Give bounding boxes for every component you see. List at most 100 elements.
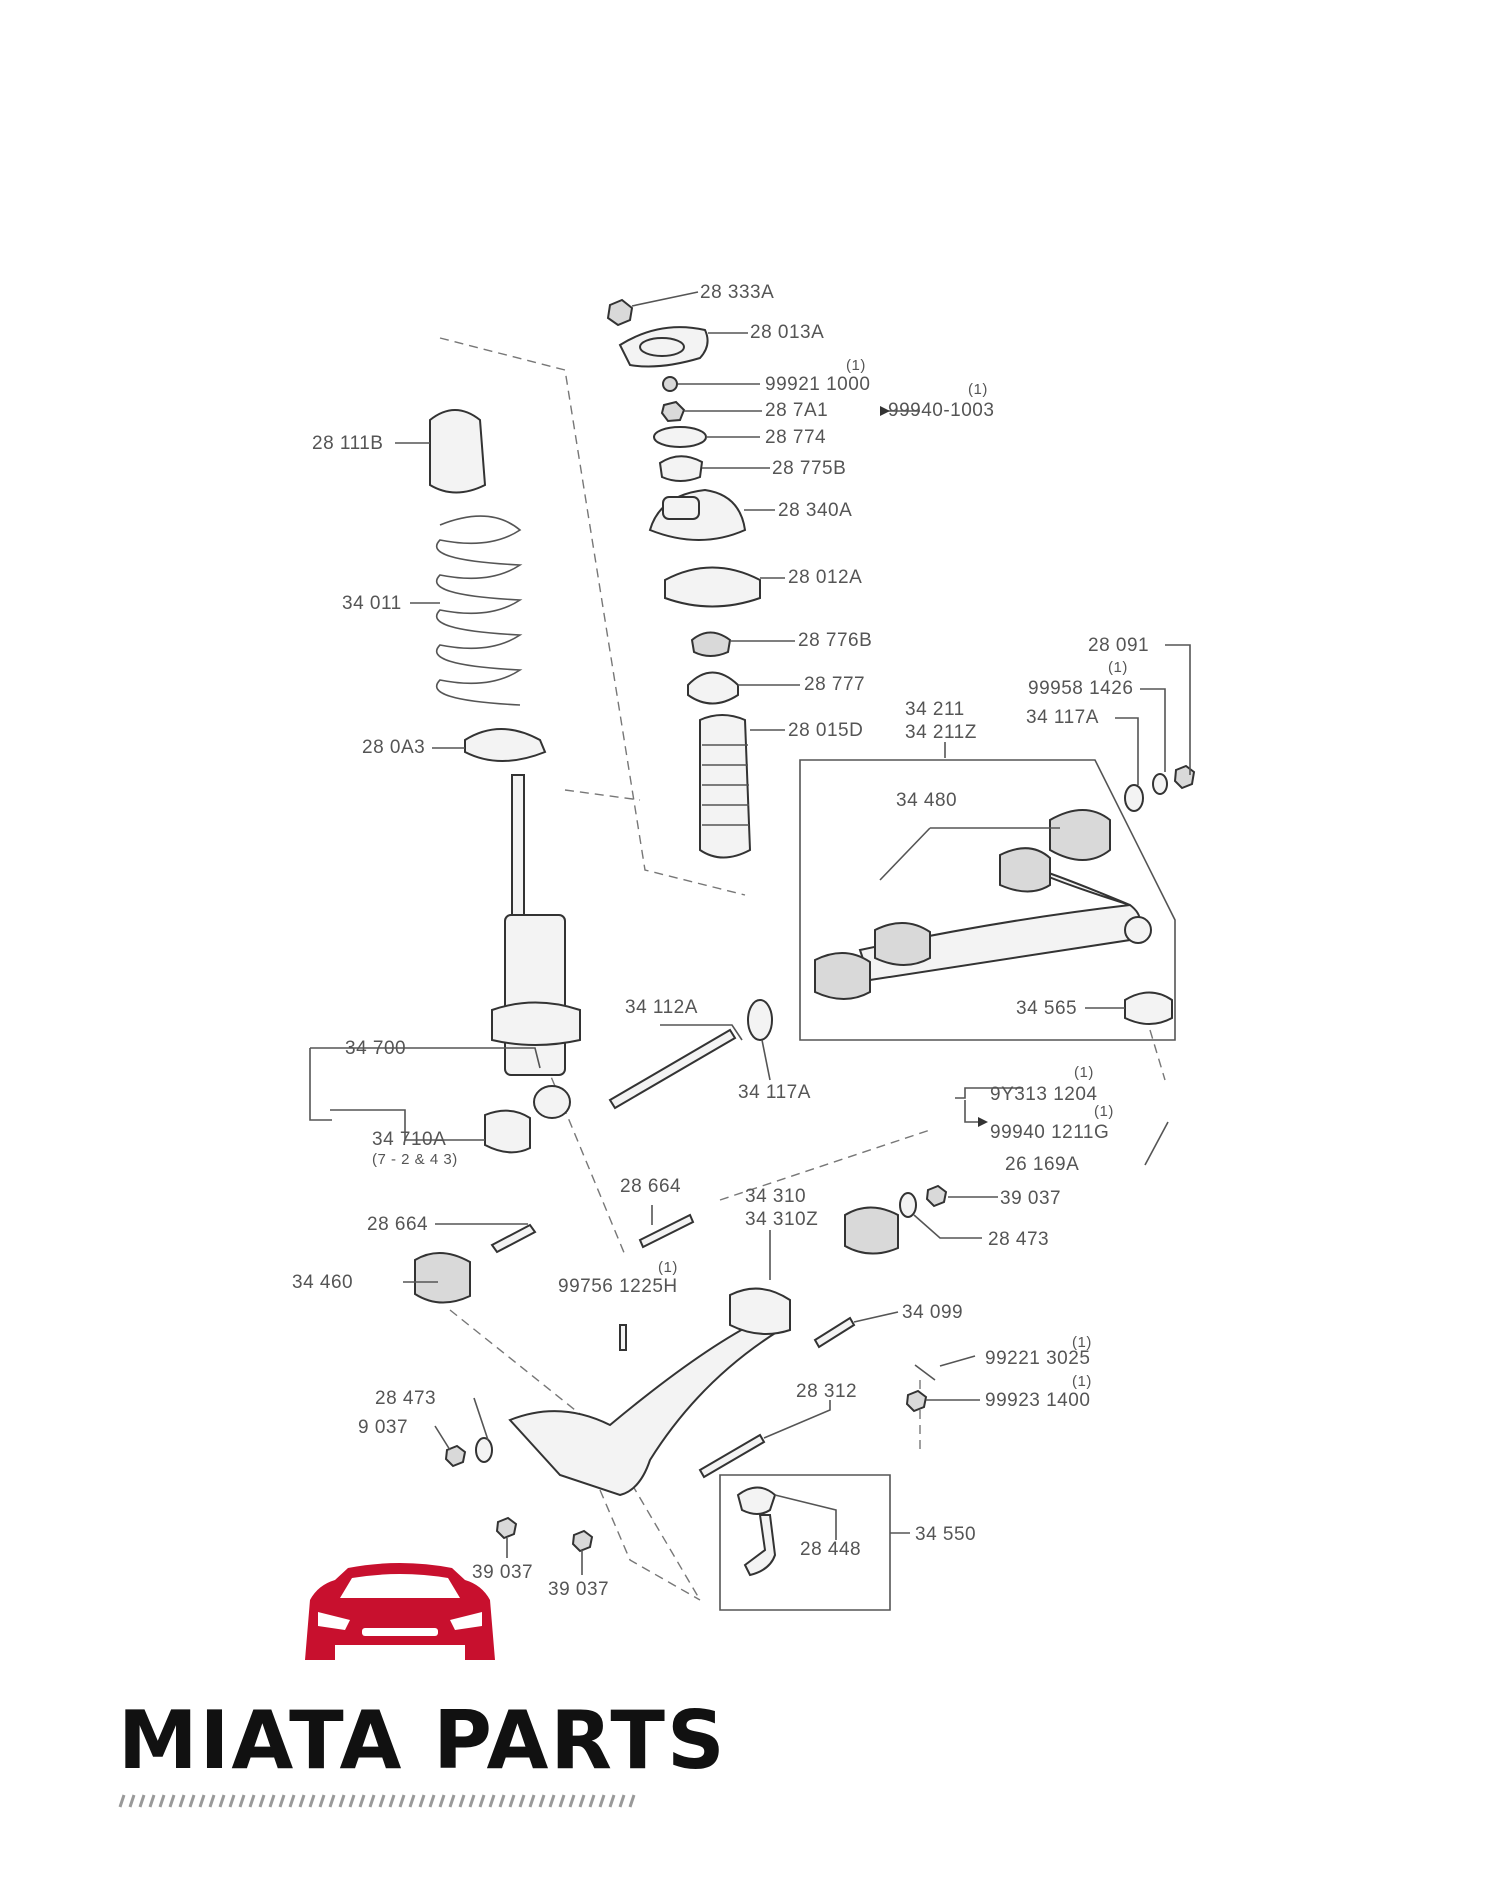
label-99923-1400: 99923 1400 bbox=[985, 1390, 1090, 1411]
label-34-310z: 34 310Z bbox=[745, 1209, 818, 1230]
label-39-037-c: 39 037 bbox=[548, 1579, 609, 1600]
label-28-012a: 28 012A bbox=[788, 567, 862, 588]
bolt-28-312 bbox=[698, 1433, 766, 1479]
nut-28-333a bbox=[606, 298, 634, 327]
bolt-28-664-left bbox=[490, 1223, 537, 1254]
label-34-099: 34 099 bbox=[902, 1302, 963, 1323]
label-28-775b: 28 775B bbox=[772, 458, 846, 479]
washer-28-777 bbox=[687, 671, 739, 705]
strut-mount-stack bbox=[606, 298, 761, 859]
washer-28-774 bbox=[653, 426, 707, 448]
bushing-28-776b bbox=[690, 631, 732, 657]
boot-34-565 bbox=[1124, 991, 1173, 1025]
miata-parts-logo: MIATA PARTS bbox=[118, 1563, 727, 1808]
nut-39-037-b bbox=[495, 1516, 518, 1540]
label-34-480: 34 480 bbox=[896, 790, 957, 811]
logo-text: MIATA PARTS bbox=[118, 1694, 727, 1787]
nut-9-037 bbox=[444, 1444, 467, 1468]
label-34-460: 34 460 bbox=[292, 1272, 353, 1293]
bolt-34-112a bbox=[608, 1028, 737, 1110]
label-28-091: 28 091 bbox=[1088, 635, 1149, 656]
label-28-774: 28 774 bbox=[765, 427, 826, 448]
label-99940-1211g: 99940 1211G bbox=[990, 1122, 1109, 1143]
label-34-710a: 34 710A bbox=[372, 1129, 446, 1150]
bushing-28-775b bbox=[658, 455, 704, 482]
washer-34-117a bbox=[747, 999, 773, 1041]
label-99921-1000: 99921 1000 bbox=[765, 374, 870, 395]
label-99221-3025: 99221 3025 bbox=[985, 1348, 1090, 1369]
piston-rod bbox=[511, 774, 525, 921]
bushing-34-310-rear bbox=[844, 1206, 899, 1255]
label-34-112a: 34 112A bbox=[625, 997, 698, 1018]
label-28-0a3: 28 0A3 bbox=[362, 737, 425, 758]
label-28-776b: 28 776B bbox=[798, 630, 872, 651]
label-34-565: 34 565 bbox=[1016, 998, 1077, 1019]
label-note-1f: (1) bbox=[658, 1259, 678, 1276]
label-28-473-r: 28 473 bbox=[988, 1229, 1049, 1250]
washer-28-473-l bbox=[475, 1437, 493, 1463]
seat-28-012a bbox=[664, 566, 761, 608]
stud-34-099 bbox=[813, 1316, 856, 1349]
label-26-169a: 26 169A bbox=[1005, 1154, 1079, 1175]
washer-28-473-r bbox=[899, 1192, 917, 1218]
coil-spring-34-011 bbox=[435, 515, 523, 706]
label-34-117a: 34 117A bbox=[738, 1082, 811, 1103]
logo-underline bbox=[118, 1794, 636, 1808]
label-28-448: 28 448 bbox=[800, 1539, 861, 1560]
nut-99921-1000 bbox=[662, 376, 678, 392]
label-39-037-a: 39 037 bbox=[1000, 1188, 1061, 1209]
bushing-34-480-c bbox=[874, 922, 931, 966]
leader-lines bbox=[309, 291, 1191, 1575]
part-labels: 28 333A 28 013A (1) 99921 1000 28 7A1 (1… bbox=[292, 282, 1149, 1600]
label-34-710a-note: (7 - 2 & 4 3) bbox=[372, 1151, 458, 1168]
bolt-28-664-mid bbox=[638, 1213, 695, 1249]
ball-joint-28-448 bbox=[736, 1486, 777, 1515]
label-28-015d: 28 015D bbox=[788, 720, 863, 741]
bushing-34-460 bbox=[414, 1252, 471, 1304]
boot-28-015d bbox=[699, 714, 752, 859]
label-99958-1426: 99958 1426 bbox=[1028, 678, 1133, 699]
upper-arm-assembly bbox=[608, 759, 1196, 1110]
ball-joint-upper bbox=[1124, 916, 1152, 944]
label-note-1d: (1) bbox=[1074, 1064, 1094, 1081]
label-34-011: 34 011 bbox=[342, 593, 402, 614]
label-28-664-mid: 28 664 bbox=[620, 1176, 681, 1197]
bolt-99756-1225h bbox=[619, 1324, 627, 1351]
nut-39-037-c bbox=[571, 1529, 594, 1553]
label-28-473-l: 28 473 bbox=[375, 1388, 436, 1409]
label-34-700: 34 700 bbox=[345, 1038, 406, 1059]
label-39-037-b: 39 037 bbox=[472, 1562, 533, 1583]
label-34-550: 34 550 bbox=[915, 1524, 976, 1545]
arrow-head-1 bbox=[880, 406, 890, 416]
guide-lines bbox=[439, 337, 1166, 1601]
bushing-34-480-d bbox=[814, 952, 871, 1000]
bump-stop-28-111b bbox=[429, 409, 487, 494]
label-28-111b: 28 111B bbox=[312, 433, 383, 454]
label-note-1a: (1) bbox=[846, 357, 866, 374]
label-note-1e: (1) bbox=[1094, 1103, 1114, 1120]
label-28-312: 28 312 bbox=[796, 1381, 857, 1402]
label-34-310: 34 310 bbox=[745, 1186, 806, 1207]
bushing-34-480-a bbox=[1049, 809, 1111, 861]
lower-arm-34-310 bbox=[508, 1315, 784, 1497]
bushing-34-710a bbox=[484, 1109, 531, 1154]
label-28-777: 28 777 bbox=[804, 674, 865, 695]
label-28-333a: 28 333A bbox=[700, 282, 774, 303]
bushing-34-480-b bbox=[999, 847, 1051, 893]
label-34-211: 34 211 bbox=[905, 699, 965, 720]
label-28-664-left: 28 664 bbox=[367, 1214, 428, 1235]
label-note-1b: (1) bbox=[968, 381, 988, 398]
arrow-head-2 bbox=[978, 1117, 988, 1127]
label-note-1g: (1) bbox=[1072, 1334, 1092, 1351]
spring-damper bbox=[429, 409, 581, 1154]
nut-28-7a1 bbox=[660, 400, 686, 423]
label-9y313-1204: 9Y313 1204 bbox=[990, 1084, 1098, 1105]
label-34-211z: 34 211Z bbox=[905, 722, 977, 743]
nut-39-037-a bbox=[925, 1184, 948, 1208]
seat-28-0a3 bbox=[464, 728, 547, 762]
label-28-7a1: 28 7A1 bbox=[765, 400, 828, 421]
lower-arm-assembly bbox=[414, 1184, 948, 1611]
label-28-340a: 28 340A bbox=[778, 500, 852, 521]
label-28-013a: 28 013A bbox=[750, 322, 824, 343]
